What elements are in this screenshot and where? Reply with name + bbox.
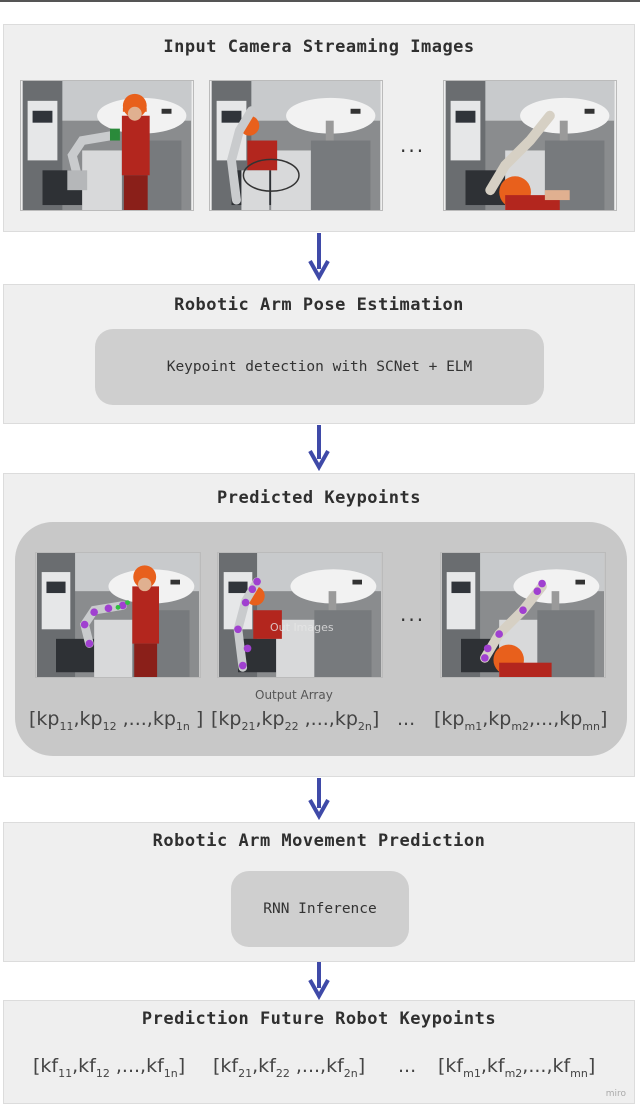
- arrow-down-icon: [308, 425, 330, 472]
- miro-watermark: miro: [605, 1089, 626, 1099]
- keypoint-image-3: [440, 552, 606, 678]
- arrow-down-icon: [308, 233, 330, 282]
- keypoints-ellipsis: ...: [400, 602, 426, 626]
- keypoint-image-2: Out Images: [217, 552, 383, 678]
- kp-array-2: [kp21,kp22 ,...,kp2n]: [211, 708, 380, 733]
- arrow-down-icon: [308, 778, 330, 821]
- camera-image-2: [209, 80, 383, 211]
- arrow-down-icon: [308, 962, 330, 1001]
- future-keypoints-title: Prediction Future Robot Keypoints: [141, 1009, 497, 1029]
- keypoint-image-1: [35, 552, 201, 678]
- kf-array-dots: ...: [398, 1055, 417, 1077]
- top-rule: [0, 0, 640, 2]
- kp-array-m: [kpm1,kpm2,...,kpmn]: [434, 708, 608, 733]
- out-images-overlay: Out Images: [270, 621, 334, 634]
- input-ellipsis: ...: [400, 133, 426, 157]
- movement-prediction-title: Robotic Arm Movement Prediction: [152, 831, 486, 851]
- input-images-panel: Input Camera Streaming Images ...: [3, 24, 635, 232]
- future-keypoints-panel: Prediction Future Robot Keypoints [kf11,…: [3, 1000, 635, 1104]
- predicted-keypoints-panel: Predicted Keypoints Out Images ...: [3, 473, 635, 777]
- kf-array-2: [kf21,kf22 ,...,kf2n]: [213, 1055, 366, 1080]
- kf-array-1: [kf11,kf12 ,...,kf1n]: [33, 1055, 186, 1080]
- predicted-keypoints-title: Predicted Keypoints: [217, 488, 421, 508]
- output-array-label: Output Array: [255, 688, 333, 702]
- camera-image-1: [20, 80, 194, 211]
- kf-array-m: [kfm1,kfm2,...,kfmn]: [438, 1055, 596, 1080]
- kp-array-dots: ...: [397, 708, 416, 730]
- movement-prediction-panel: Robotic Arm Movement Prediction RNN Infe…: [3, 822, 635, 962]
- kp-array-1: [kp11,kp12 ,...,kp1n ]: [29, 708, 204, 733]
- keypoint-detection-box: Keypoint detection with SCNet + ELM: [95, 329, 544, 405]
- camera-image-3: [443, 80, 617, 211]
- rnn-inference-box: RNN Inference: [231, 871, 409, 947]
- pose-estimation-panel: Robotic Arm Pose Estimation Keypoint det…: [3, 284, 635, 424]
- input-images-title: Input Camera Streaming Images: [163, 37, 475, 57]
- pose-estimation-title: Robotic Arm Pose Estimation: [174, 295, 464, 315]
